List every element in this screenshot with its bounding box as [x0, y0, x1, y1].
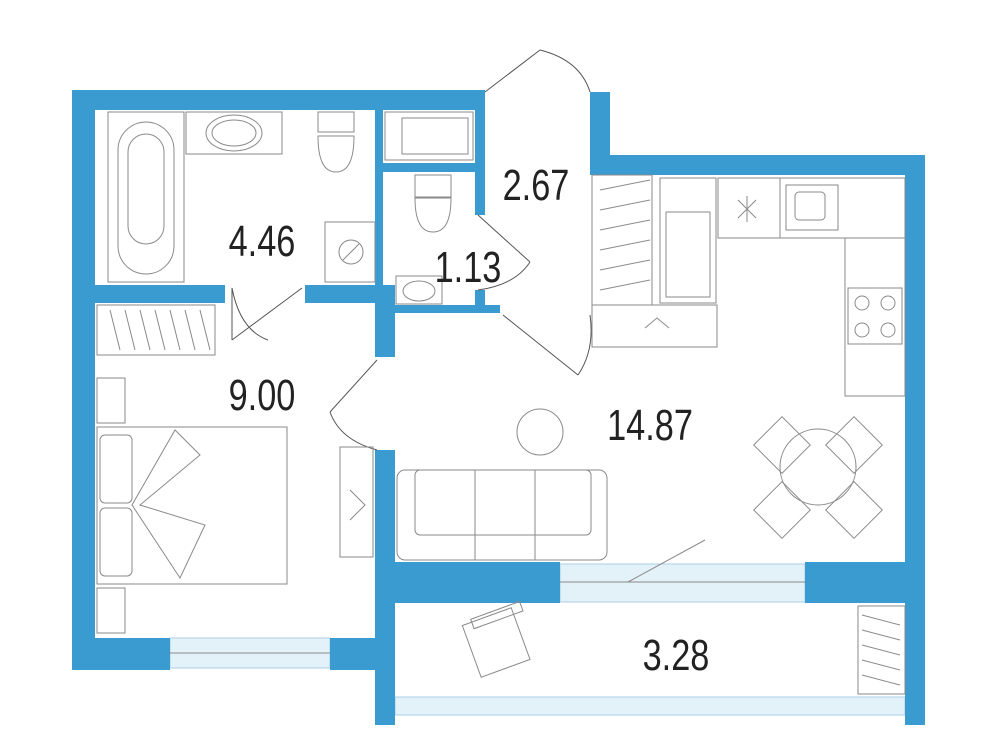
bathtub — [107, 111, 185, 283]
living-balcony-door — [559, 563, 806, 603]
balcony-shelf — [857, 605, 906, 695]
walls — [72, 90, 925, 725]
room-area-bathroom: 4.46 — [229, 217, 296, 266]
dining-table — [753, 416, 883, 539]
kitchen-counter — [717, 177, 906, 397]
washing-machine — [324, 221, 376, 283]
bed — [96, 426, 288, 585]
room-area-toilet: 1.13 — [435, 243, 502, 292]
wall-segment — [375, 110, 383, 310]
cooktop — [847, 287, 903, 345]
washbasin — [185, 111, 283, 155]
wall-segment — [330, 638, 395, 670]
room-area-kitchen-living: 14.87 — [607, 401, 693, 450]
wall-segment — [590, 155, 925, 175]
wall-segment — [72, 638, 170, 670]
wardrobe — [591, 174, 718, 348]
wall-segment — [475, 90, 485, 215]
wall-segment — [72, 285, 225, 303]
wall-segment — [805, 562, 925, 603]
storage-shelf — [384, 111, 474, 161]
entrance-door-top[interactable] — [484, 49, 591, 93]
toilet-bathroom — [317, 111, 355, 173]
tv-stand — [339, 446, 374, 558]
wall-segment — [375, 562, 560, 603]
room-area-hallway: 2.67 — [503, 161, 570, 210]
fridge — [659, 177, 717, 304]
sofa — [396, 469, 608, 561]
doors — [231, 49, 592, 451]
nightstand — [96, 587, 126, 634]
wall-segment — [375, 285, 395, 357]
wall-segment — [72, 90, 95, 670]
hallway-door[interactable] — [502, 314, 592, 376]
balcony-door-swing — [627, 539, 706, 583]
bedroom-wardrobe — [96, 304, 216, 356]
wall-segment — [305, 285, 395, 303]
wall-segment — [590, 92, 610, 175]
armchair — [461, 600, 531, 678]
wall-segment — [383, 163, 475, 172]
wall-segment — [475, 290, 485, 313]
room-area-bedroom: 9.00 — [229, 371, 296, 420]
toilet-sink — [395, 275, 443, 305]
wall-segment — [905, 155, 925, 725]
toilet-door[interactable] — [477, 214, 531, 291]
room-area-balcony: 3.28 — [643, 631, 710, 680]
toilet — [414, 174, 452, 233]
wall-segment — [375, 450, 395, 725]
bathroom-door[interactable] — [231, 287, 303, 341]
side-table — [516, 408, 564, 456]
nightstand — [96, 377, 126, 424]
wall-segment — [395, 305, 500, 313]
wall-segment — [72, 90, 485, 110]
bedroom-door[interactable] — [329, 359, 378, 451]
balcony-glazing — [394, 696, 906, 716]
kitchen-sink — [785, 184, 839, 231]
